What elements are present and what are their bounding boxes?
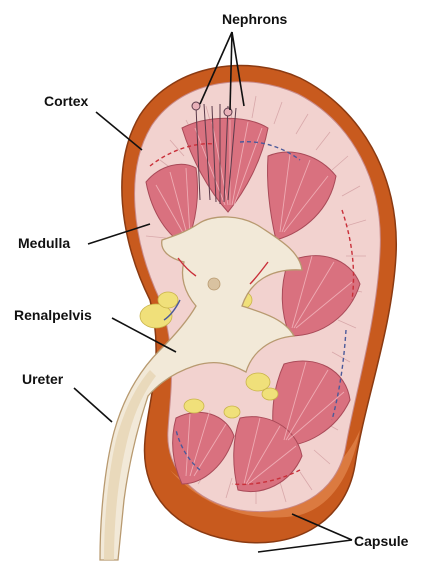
label-capsule: Capsule bbox=[354, 533, 409, 549]
label-ureter: Ureter bbox=[22, 371, 64, 387]
pelvis-opening bbox=[208, 278, 220, 290]
ureter-leader bbox=[74, 388, 112, 422]
label-cortex: Cortex bbox=[44, 93, 89, 109]
label-medulla: Medulla bbox=[18, 235, 70, 251]
label-nephrons: Nephrons bbox=[222, 11, 288, 27]
label-renal-pelvis: Renalpelvis bbox=[14, 307, 92, 323]
